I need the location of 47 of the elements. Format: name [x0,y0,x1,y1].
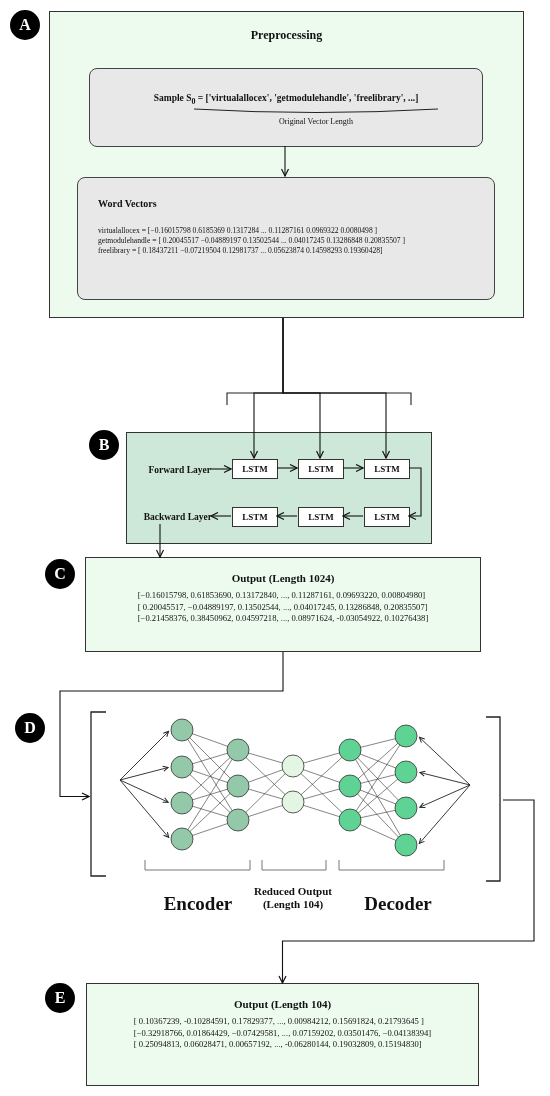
autoencoder-drawing [89,711,503,882]
lstm-box: LSTM [298,507,344,527]
letter-badge: B [89,430,119,460]
arrow [276,463,298,473]
vector-row: [−0.21458376, 0.38450962, 0.04597218, ..., 0.08971624, -0.03054922, 0.10276438] [137,613,429,625]
brace-label: Original Vector Length [278,116,354,126]
layer-label: Forward Layer [133,462,211,478]
arrow [278,799,535,984]
arrow [282,317,391,459]
sample-box [89,68,483,147]
lstm-box: LSTM [232,459,278,479]
sample-text: Sample S$_{0}$ = ['virtualallocex', 'getmodulehandle', 'freelibrary', ...] [153,93,419,106]
arrow [210,511,232,521]
section-label: Decoder [363,893,433,915]
section-label: Reduced Output (Length 104) [253,885,333,911]
vector-row: [ 0.20045517, −0.04889197, 0.13502544, ..., 0.04017245, 0.13286848, 0.20835507] [137,601,429,614]
stage-panel [49,11,524,318]
vector-row-text: [ 0.10367239, -0.10284591, 0.17829377, ..., 0.00984212, 0.15691824, 0.21793645 ] [133,1016,425,1028]
panel-title: Output (Length 1024) [231,572,335,584]
vector-row-text: [−0.16015798, 0.61853690, 0.13172840, ..., 0.11287161, 0.09693220, 0.00804980] [137,590,427,602]
vector-row: [−0.32918766, 0.01864429, −0.07429581, ..., 0.07159202, 0.03501476, −0.04138394] [133,1027,432,1040]
box-title: Word Vectors [98,198,158,209]
arrow [276,511,298,521]
arrow [342,463,364,473]
arrow [342,511,364,521]
letter-badge: C [45,559,75,589]
letter-badge: A [10,10,40,40]
panel-title: Preprocessing [249,28,324,43]
letter-badge: D [15,713,45,743]
layer-label: Backward Layer [128,509,212,525]
lstm-box: LSTM [232,507,278,527]
section-label: Encoder [162,893,234,915]
lstm-box: LSTM [298,459,344,479]
arrow [155,523,165,558]
vector-row-text: [ 0.25094813, 0.06028471, 0.00657192, ..., -0.06280144, 0.19032809, 0.15194830] [133,1039,423,1051]
letter-badge: E [45,983,75,1013]
panel-title: Output (Length 104) [233,998,332,1010]
lstm-box: LSTM [364,507,410,527]
arrow [408,467,422,521]
bilstm-panel [126,432,432,544]
arrow [280,145,290,177]
arrow [209,464,232,474]
output-panel [86,983,479,1086]
word-vectors-box [77,177,495,300]
output-panel [85,557,481,652]
arrow [59,651,284,801]
lstm-box: LSTM [364,459,410,479]
